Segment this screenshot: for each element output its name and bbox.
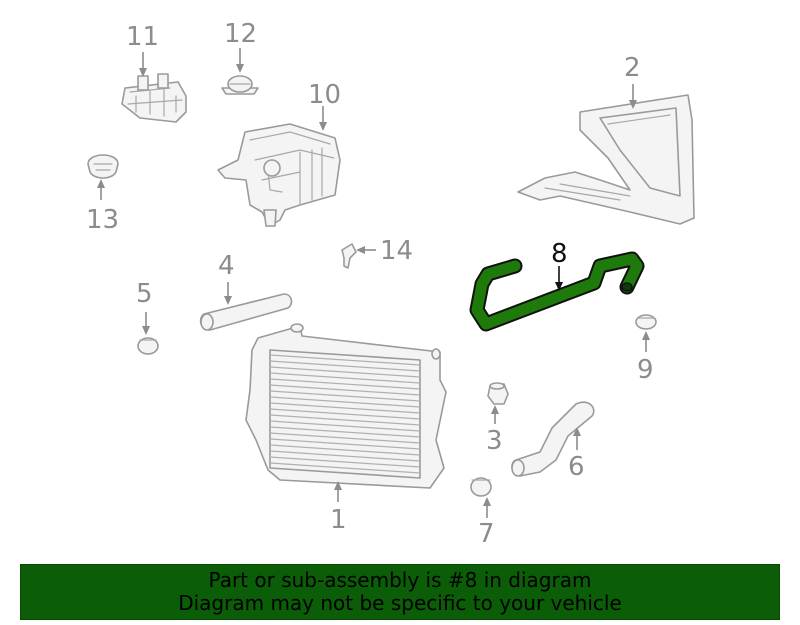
- part-3-grommet[interactable]: [487, 382, 509, 405]
- banner-line-2: Diagram may not be specific to your vehi…: [178, 591, 622, 615]
- part-10-reservoir[interactable]: [217, 123, 341, 227]
- callout-8: 8: [551, 239, 568, 269]
- part-7-clamp[interactable]: [470, 477, 492, 497]
- banner-line-1: Part or sub-assembly is #8 in diagram: [208, 568, 592, 592]
- callout-9: 9: [637, 355, 654, 385]
- callout-5: 5: [136, 279, 153, 309]
- hose-fill: [471, 253, 643, 330]
- callout-3: 3: [486, 426, 503, 456]
- part-4-hose[interactable]: [199, 293, 293, 331]
- part-6-hose[interactable]: [511, 401, 595, 477]
- part-8-hose[interactable]: [469, 251, 645, 332]
- callout-12: 12: [224, 19, 257, 49]
- part-12-cap[interactable]: [221, 75, 259, 95]
- part-1-radiator[interactable]: [245, 323, 447, 489]
- callout-4: 4: [218, 251, 235, 281]
- callout-11: 11: [126, 22, 159, 52]
- callout-13: 13: [86, 205, 119, 235]
- part-13-cap[interactable]: [87, 154, 119, 179]
- callout-6: 6: [568, 452, 585, 482]
- callout-1: 1: [330, 505, 347, 535]
- callout-14: 14: [380, 236, 413, 266]
- callout-2: 2: [624, 53, 641, 83]
- part-2-bracket[interactable]: [517, 94, 695, 225]
- info-banner: Part or sub-assembly is #8 in diagram Di…: [20, 564, 780, 620]
- part-9-clamp[interactable]: [635, 314, 657, 330]
- callout-10: 10: [308, 80, 341, 110]
- part-5-clamp[interactable]: [137, 337, 159, 355]
- part-11-housing[interactable]: [121, 73, 187, 123]
- part-14-sensor[interactable]: [341, 243, 357, 269]
- parts-diagram: 11 12 13 10 2 14: [86, 19, 695, 549]
- callout-7: 7: [478, 519, 495, 549]
